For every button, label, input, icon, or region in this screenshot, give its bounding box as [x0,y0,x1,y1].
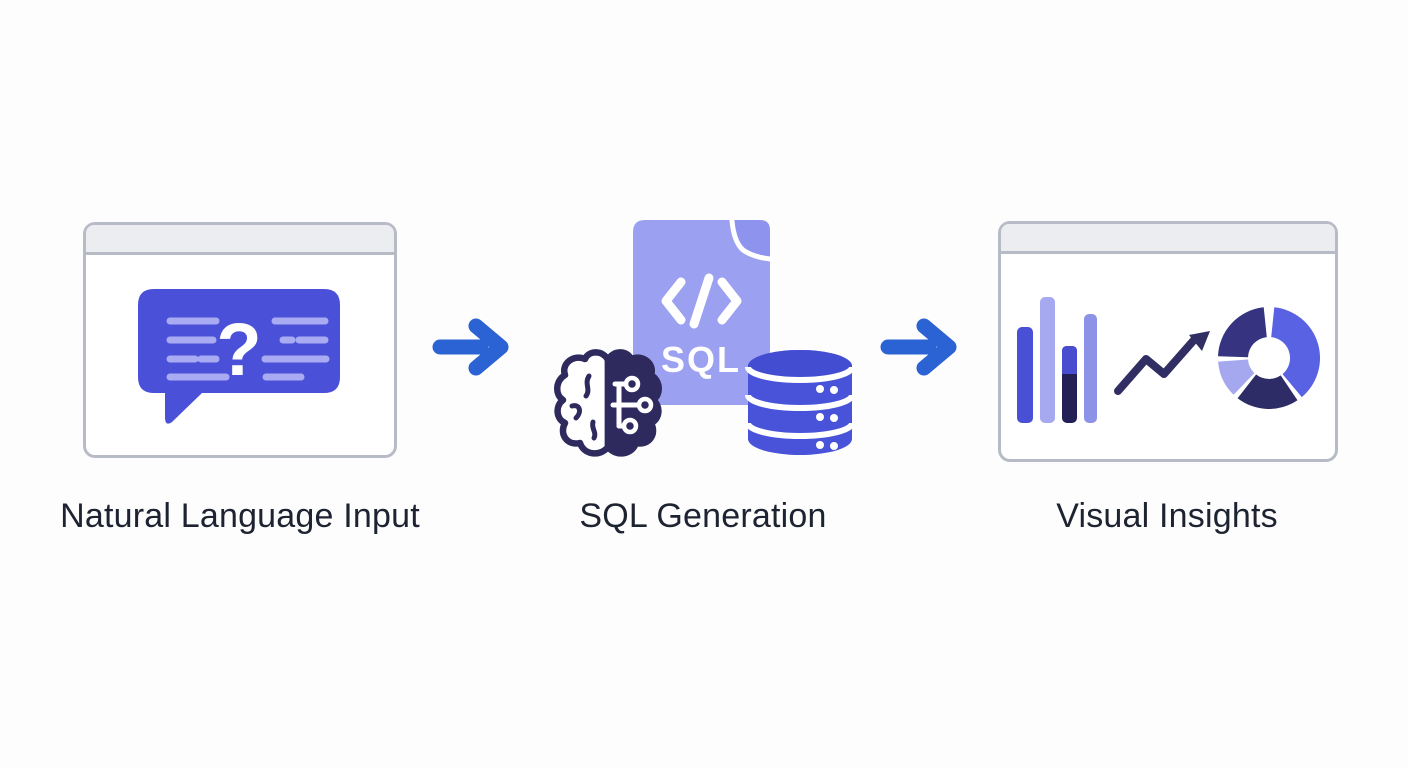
bubble-text-lines [166,317,330,381]
brain-folds [569,373,598,441]
insights-browser-window [998,221,1338,462]
file-label: SQL [661,339,741,380]
donut-segment-bottom-left [1218,359,1255,395]
sql-generation-icon-group: SQL [554,218,855,457]
bar-3-upper [1062,346,1077,374]
trend-arrow-icon [1114,331,1210,395]
insights-window-header [1001,224,1335,254]
question-mark-glyph: ? [216,308,261,391]
database-top [748,350,852,382]
code-chevrons-icon [661,273,742,329]
trend-arrowhead [1189,331,1210,351]
step-label-sql-generation: SQL Generation [579,497,827,535]
donut-chart-icon [1218,307,1321,410]
donut-segment-right [1271,307,1321,398]
database-indicator-dots [816,385,838,450]
brain-circuit-icon [554,349,662,457]
database-icon [745,350,855,455]
bar-2 [1040,297,1055,423]
circuit-traces [610,381,640,429]
bar-4 [1084,314,1097,423]
step-label-visual-insights: Visual Insights [1056,497,1278,535]
donut-segment-bottom [1237,374,1298,410]
circuit-nodes [621,375,654,435]
file-fold [733,220,770,258]
sql-file-icon: SQL [633,218,773,405]
bar-chart-icon [1017,297,1097,423]
database-separators [745,366,855,439]
brain-left-half [554,349,612,457]
flow-right-arrow-icon [432,318,509,376]
chat-bubble-question-icon: ? [138,289,340,424]
bar-1 [1017,327,1033,423]
input-browser-window: ? [83,222,397,458]
donut-segment-top-left [1218,307,1267,358]
input-window-header [86,225,394,255]
flow-right-arrow-icon [880,318,957,376]
file-fold-crease [729,218,773,262]
charts-icon-group [1017,297,1321,423]
step-label-natural-language-input: Natural Language Input [60,497,420,535]
